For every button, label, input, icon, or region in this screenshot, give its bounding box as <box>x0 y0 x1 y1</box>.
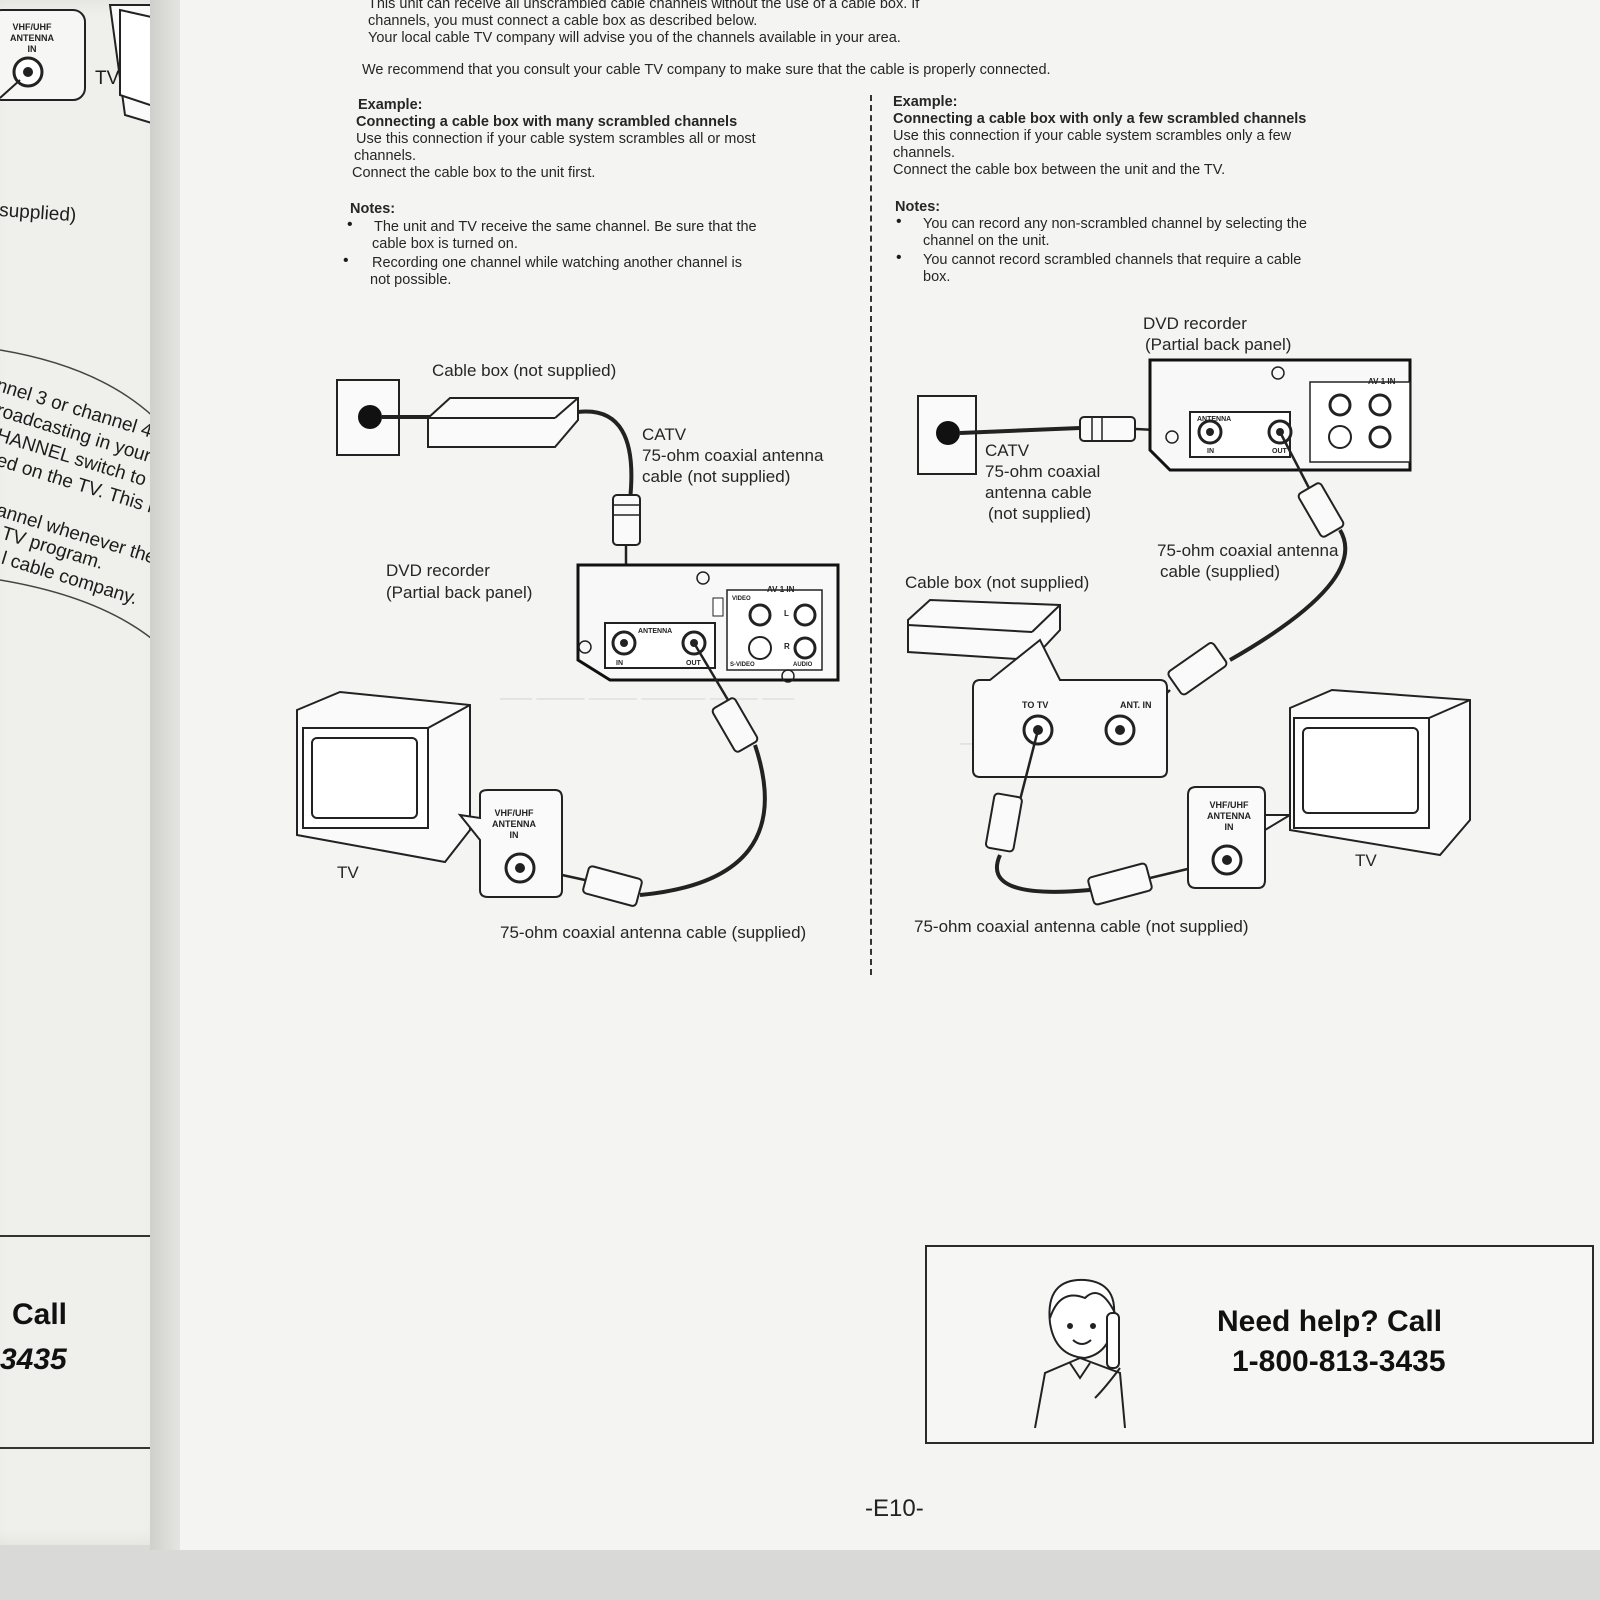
left-example-desc-2: channels. <box>354 148 417 164</box>
intro-line-3: Your local cable TV company will advise … <box>368 30 901 46</box>
right-note-1b: channel on the unit. <box>923 233 1050 249</box>
left-audio-label: AUDIO <box>793 662 813 668</box>
right-example-desc-1: Use this connection if your cable system… <box>893 128 1292 144</box>
right-out-label: OUT <box>1272 448 1287 455</box>
right-example-desc-2: channels. <box>893 145 956 161</box>
bullet: • <box>343 252 349 269</box>
right-connection-diagram <box>907 358 1471 906</box>
left-tv-label-diagram: TV <box>337 863 359 882</box>
right-dvd-label-a: DVD recorder <box>1143 314 1247 333</box>
left-l-label: L <box>784 609 789 618</box>
left-catv-label: CATV <box>642 425 687 444</box>
left-coax-label-b: cable (not supplied) <box>642 467 791 486</box>
right-cable-box-label: Cable box (not supplied) <box>905 573 1090 592</box>
right-coax-sup-label-a: 75-ohm coaxial antenna <box>1157 541 1339 560</box>
left-example-desc-1: Use this connection if your cable system… <box>356 131 756 147</box>
right-note-2a: You cannot record scrambled channels tha… <box>923 252 1302 268</box>
ghost-text: —— ——— ——— ———— ——— —— <box>500 690 795 707</box>
right-note-2b: box. <box>923 269 951 285</box>
left-tv-label: TV <box>95 68 120 89</box>
left-help-call: Call <box>12 1298 68 1331</box>
left-note-2b: not possible. <box>370 272 452 288</box>
right-ant-in-label: ANT. IN <box>1120 700 1152 710</box>
right-coax-label-a: 75-ohm coaxial <box>985 462 1101 481</box>
intro-line-2: channels, you must connect a cable box a… <box>368 13 758 29</box>
right-coax-sup-label-b: cable (supplied) <box>1160 562 1281 581</box>
left-out-label: OUT <box>686 660 701 667</box>
right-note-1a: You can record any non-scrambled channel… <box>923 216 1307 232</box>
left-antenna-label: VHF/UHF ANTENNA IN <box>10 22 54 54</box>
left-example-heading: Example: <box>358 97 423 113</box>
left-video-label: VIDEO <box>732 596 751 602</box>
right-in-label: IN <box>1207 448 1214 455</box>
left-note-1b: cable box is turned on. <box>372 236 518 252</box>
support-agent-illustration <box>1034 1278 1126 1428</box>
left-dvd-label-a: DVD recorder <box>386 561 490 580</box>
left-cable-box-label: Cable box (not supplied) <box>432 361 617 380</box>
bullet: • <box>896 249 902 266</box>
left-antenna-port-label: ANTENNA <box>638 628 673 635</box>
right-tv-antenna-label: VHF/UHF ANTENNA IN <box>1207 800 1251 832</box>
left-svideo-label: S-VIDEO <box>730 662 755 668</box>
right-example-title: Connecting a cable box with only a few s… <box>893 111 1307 127</box>
right-av1in-label: AV 1 IN <box>1368 377 1396 386</box>
intro-line-1: This unit can receive all unscrambled ca… <box>368 0 920 12</box>
left-av1in-label: AV 1 IN <box>767 585 795 594</box>
left-in-label: IN <box>616 660 623 667</box>
right-example-desc-3: Connect the cable box between the unit a… <box>893 162 1226 178</box>
left-tv-antenna-label: VHF/UHF ANTENNA IN <box>492 808 536 840</box>
left-help-box <box>0 1235 169 1449</box>
bullet: • <box>347 216 353 233</box>
right-coax-label-b: antenna cable <box>985 483 1092 502</box>
help-line-1: Need help? Call <box>1217 1305 1443 1338</box>
column-divider <box>870 95 872 975</box>
right-example-heading: Example: <box>893 94 958 110</box>
right-notes-heading: Notes: <box>895 199 941 215</box>
right-tv-label-diagram: TV <box>1355 851 1377 870</box>
left-example-title: Connecting a cable box with many scrambl… <box>356 114 738 130</box>
help-box <box>925 1245 1594 1444</box>
left-dvd-label-b: (Partial back panel) <box>386 583 533 602</box>
right-coax-label-c: (not supplied) <box>988 504 1092 523</box>
right-antenna-port-label: ANTENNA <box>1197 416 1232 423</box>
left-example-desc-3: Connect the cable box to the unit first. <box>352 165 596 181</box>
right-coax-not-supplied-label: 75-ohm coaxial antenna cable (not suppli… <box>914 917 1249 936</box>
page-number: -E10- <box>865 1495 924 1522</box>
left-note-2a: Recording one channel while watching ano… <box>372 255 742 271</box>
left-notes-heading: Notes: <box>350 201 396 217</box>
right-dvd-label-b: (Partial back panel) <box>1145 335 1292 354</box>
right-catv-label: CATV <box>985 441 1030 460</box>
help-phone-number: 1-800-813-3435 <box>1232 1345 1446 1378</box>
intro-line-4: We recommend that you consult your cable… <box>362 62 1051 78</box>
bullet: • <box>896 213 902 230</box>
left-help-number: 3435 <box>0 1343 67 1376</box>
left-connection-diagram <box>296 379 840 907</box>
right-to-tv-label: TO TV <box>1022 700 1049 710</box>
left-coax-supplied-label: 75-ohm coaxial antenna cable (supplied) <box>500 923 807 942</box>
left-coax-label-a: 75-ohm coaxial antenna <box>642 446 824 465</box>
left-note-1a: The unit and TV receive the same channel… <box>374 219 757 235</box>
left-r-label: R <box>784 642 790 651</box>
